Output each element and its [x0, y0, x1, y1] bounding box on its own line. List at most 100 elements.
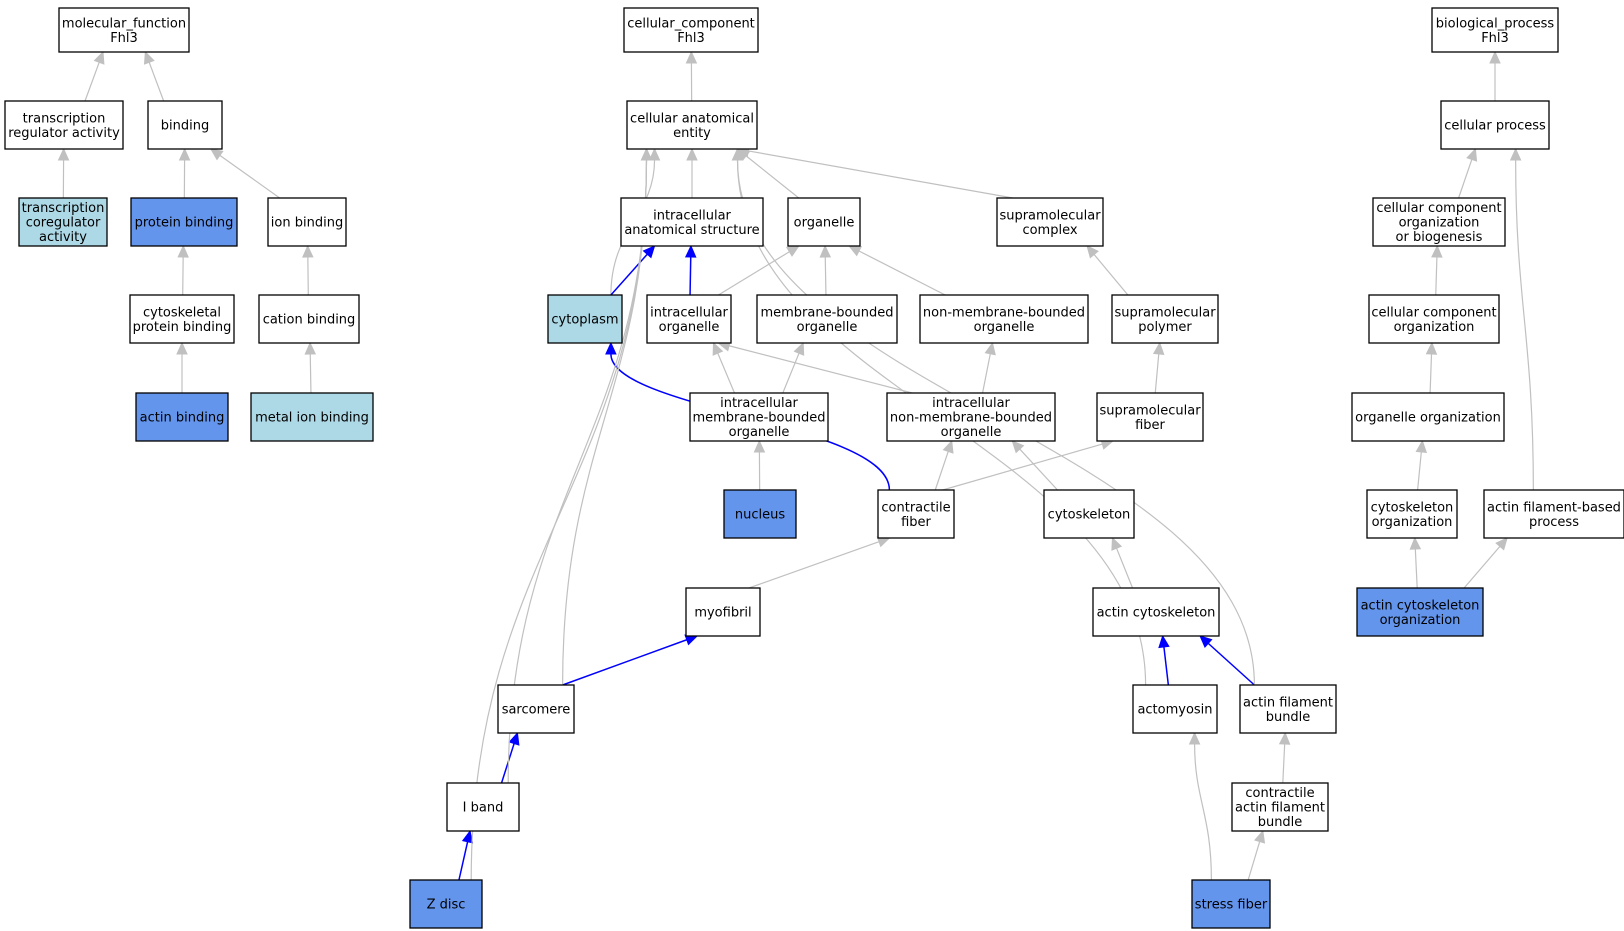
node-organelle-organization[interactable]: organelle organization: [1351, 392, 1505, 442]
edge-arrowhead: [1011, 440, 1025, 454]
edge-arrowhead: [143, 50, 155, 65]
edge-line: [858, 250, 946, 296]
node-label-line: Fhl3: [1481, 31, 1509, 46]
node-label-line: actomyosin: [1137, 703, 1212, 718]
node-box: [497, 684, 575, 734]
edge-actin_filament_based_process-to-cellular_process: [1509, 147, 1534, 491]
node-box: [620, 197, 764, 247]
node-box: [723, 489, 797, 539]
edge-cytoplasm-to-intracellular_anatomical_structure: [610, 245, 656, 296]
edge-metal_ion_binding-to-cation_binding: [304, 341, 317, 394]
node-label-line: actin filament: [1235, 801, 1325, 816]
node-cation-binding[interactable]: cation binding: [258, 294, 360, 344]
node-intracellular-non-membrane-bounded-organelle[interactable]: intracellularnon-membrane-boundedorganel…: [886, 392, 1056, 442]
edge-arrowhead: [302, 244, 314, 258]
edge-line: [562, 639, 688, 686]
edge-line: [470, 159, 648, 881]
node-protein-binding[interactable]: protein binding: [130, 197, 238, 247]
edge-line: [1194, 743, 1212, 881]
node-label-line: I band: [463, 801, 504, 816]
node-nucleus[interactable]: nucleus: [723, 489, 797, 539]
node-box: [1191, 879, 1271, 929]
node-label-line: stress fiber: [1195, 898, 1268, 913]
edge-arrowhead: [640, 147, 653, 161]
node-label-line: Z disc: [427, 898, 466, 913]
edge-arrowhead: [731, 147, 744, 161]
edge-intracellular_non_membrane_bounded_organelle-to-non_membrane_bounded_organelle: [981, 341, 996, 394]
node-label-line: contractile: [881, 500, 950, 515]
edge-line: [718, 251, 790, 296]
node-box: [1356, 587, 1484, 637]
edge-actin_filament_bundle-to-actin_cytoskeleton: [1199, 635, 1255, 686]
edge-arrowhead: [1466, 147, 1478, 162]
node-label-line: organelle: [797, 320, 858, 335]
node-box: [1351, 392, 1505, 442]
node-myofibril[interactable]: myofibril: [685, 587, 761, 637]
node-sarcomere[interactable]: sarcomere: [497, 684, 575, 734]
node-actomyosin[interactable]: actomyosin: [1132, 684, 1218, 734]
edge-line: [748, 150, 1014, 199]
node-cytoskeleton[interactable]: cytoskeleton: [1043, 489, 1135, 539]
node-box: [1483, 489, 1624, 539]
edge-line: [1515, 159, 1534, 491]
node-label-line: cytoskeletal: [143, 305, 221, 320]
node-label-line: organization: [1380, 613, 1461, 628]
node-i-band[interactable]: I band: [446, 782, 520, 832]
edge-arrowhead: [1111, 536, 1123, 551]
edge-arrowhead: [1415, 439, 1428, 454]
node-box: [1368, 294, 1500, 344]
node-box: [1092, 587, 1220, 637]
node-z-disc[interactable]: Z disc: [409, 879, 483, 929]
node-box: [446, 782, 520, 832]
edge-line: [1093, 254, 1129, 296]
node-box: [1366, 489, 1458, 539]
node-actin-cytoskeleton[interactable]: actin cytoskeleton: [1092, 587, 1220, 637]
edge-arrowhead: [176, 341, 188, 355]
edge-cation_binding-to-ion_binding: [302, 244, 314, 296]
node-organelle[interactable]: organelle: [787, 197, 861, 247]
node-actin-binding[interactable]: actin binding: [135, 392, 229, 442]
node-ion-binding[interactable]: ion binding: [267, 197, 347, 247]
node-label-line: cellular process: [1444, 119, 1546, 134]
node-stress-fiber[interactable]: stress fiber: [1191, 879, 1271, 929]
node-cytoplasm[interactable]: cytoplasm: [547, 294, 623, 344]
node-label-line: organelle: [941, 425, 1002, 440]
edge-line: [981, 353, 991, 394]
edge-arrowhead: [712, 341, 724, 356]
node-binding[interactable]: binding: [147, 100, 223, 150]
edge-line: [1417, 451, 1422, 491]
node-label-line: Fhl3: [110, 31, 138, 46]
edge-arrowhead: [648, 147, 661, 161]
node-label-line: cytoplasm: [551, 313, 618, 328]
node-box: [877, 489, 955, 539]
node-box: [1111, 294, 1219, 344]
node-box: [258, 294, 360, 344]
node-label-line: transcription: [22, 201, 105, 216]
node-metal-ion-binding[interactable]: metal ion binding: [250, 392, 374, 442]
node-cellular-process[interactable]: cellular process: [1440, 100, 1550, 150]
node-label-line: ion binding: [271, 216, 343, 231]
